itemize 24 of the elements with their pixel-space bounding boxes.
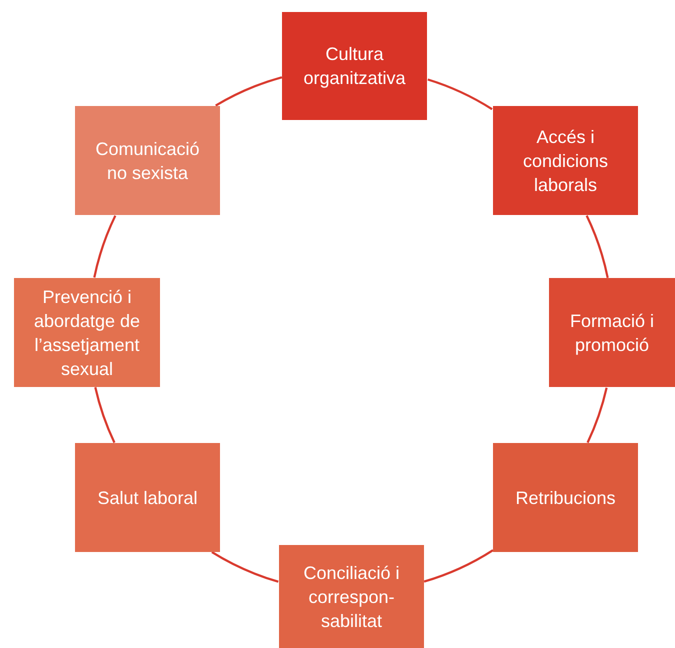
cycle-arc <box>215 76 282 107</box>
topic-box <box>75 443 220 552</box>
topic-box <box>493 443 638 552</box>
cycle-arc <box>94 386 116 444</box>
topic-label: Prevenció i abordatge de l’assetjament sexual <box>32 286 142 380</box>
topic-label: Salut laboral <box>97 486 198 510</box>
topic-label: Accés i condicions laborals <box>522 126 610 196</box>
topic-box <box>549 278 675 387</box>
topic-label: Cultura organitzativa <box>302 43 407 90</box>
cycle-arc <box>586 215 609 278</box>
topic-label: Conciliació i correspon-sabilitat <box>302 562 401 632</box>
topic-box <box>279 545 424 648</box>
topic-label: Retribucions <box>515 486 616 510</box>
cycle-arc <box>424 549 494 583</box>
topic-box <box>282 12 427 120</box>
topic-box <box>493 106 638 215</box>
topic-label: Comunicació no sexista <box>94 138 201 184</box>
cycle-arc <box>586 387 608 444</box>
topic-box <box>75 106 220 215</box>
cycle-arc <box>211 551 279 583</box>
cycle-arc <box>93 215 116 278</box>
topic-box <box>14 278 160 387</box>
topic-label: Formació i promoció <box>568 310 655 356</box>
cycle-arc <box>427 78 493 110</box>
